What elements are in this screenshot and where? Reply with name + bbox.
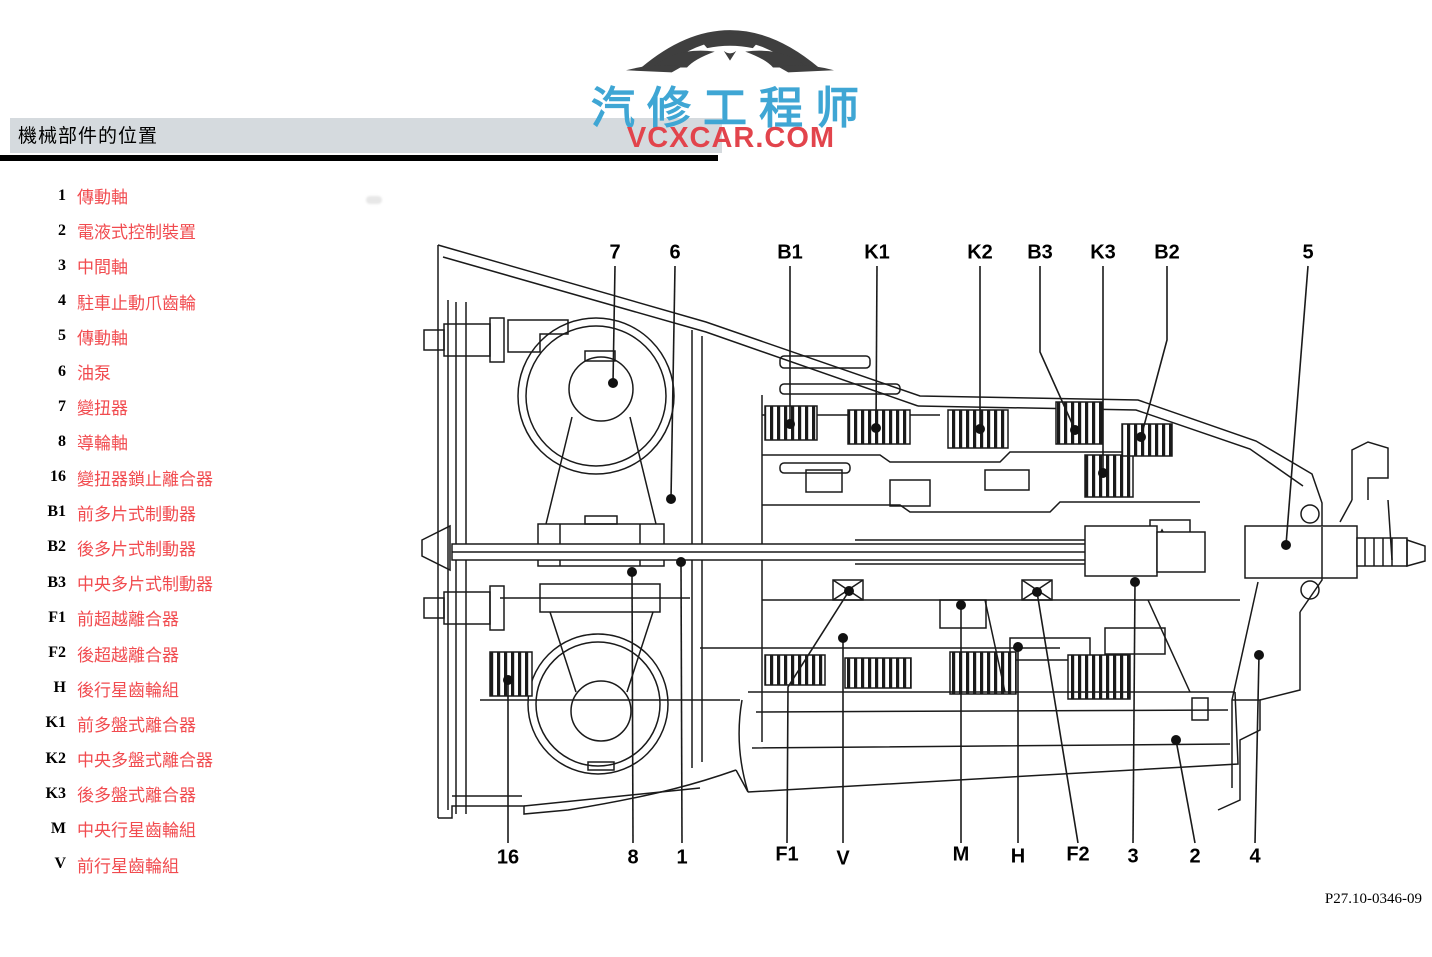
header-bar [10, 118, 722, 153]
logo-url-text: VCXCAR.COM [626, 122, 836, 154]
legend-item: 4 駐車止動爪齒輪 [36, 284, 213, 319]
legend-key: 6 [58, 362, 66, 380]
legend-label: 變扭器 [77, 399, 128, 419]
legend-item: B1 前多片式制動器 [36, 495, 213, 530]
legend-label: 變扭器鎖止離合器 [77, 469, 213, 489]
callout-K2: K2 [967, 241, 993, 264]
callout-K3: K3 [1090, 241, 1116, 264]
legend-label: 中間軸 [77, 258, 128, 278]
legend-label: 傳動軸 [77, 328, 128, 348]
callout-7: 7 [609, 241, 621, 264]
callout-F2: F2 [1066, 843, 1090, 866]
legend-item: 16 變扭器鎖止離合器 [36, 460, 213, 495]
legend-item: F2 後超越離合器 [36, 635, 213, 670]
legend-key: K3 [45, 784, 66, 802]
leader-lines [507, 265, 1309, 844]
housing-outline [421, 244, 1426, 819]
legend-label: 後多盤式離合器 [77, 786, 196, 806]
legend-key: B2 [47, 538, 66, 556]
callout-1: 1 [676, 846, 688, 869]
legend-label: 後行星齒輪組 [77, 680, 179, 700]
logo-brand-text: 汽修工程师 [591, 84, 871, 133]
legend-item: 8 導輪軸 [36, 424, 213, 459]
legend-label: 中央多盤式離合器 [77, 751, 213, 771]
legend-key: V [54, 855, 66, 873]
legend-label: 前多片式制動器 [77, 504, 196, 524]
legend-key: 2 [58, 221, 66, 239]
callout-K1: K1 [864, 241, 890, 264]
callout-6: 6 [669, 241, 681, 264]
legend-item: 6 油泵 [36, 354, 213, 389]
callout-4: 4 [1249, 845, 1261, 868]
legend-item: V 前行星齒輪組 [36, 847, 213, 882]
callout-3: 3 [1127, 845, 1139, 868]
legend-key: 5 [58, 327, 66, 345]
legend-item: M 中央行星齒輪組 [36, 811, 213, 846]
legend-item: H 後行星齒輪組 [36, 671, 213, 706]
callout-B2: B2 [1154, 241, 1180, 264]
leader-dots [503, 378, 1291, 745]
scan-artifact [366, 196, 382, 204]
page-title: 機械部件的位置 [18, 126, 159, 147]
legend-item: 7 變扭器 [36, 389, 213, 424]
callout-8: 8 [627, 846, 639, 869]
car-logo-icon [626, 30, 834, 73]
legend-item: 1 傳動軸 [36, 178, 213, 213]
legend-label: 電液式控制裝置 [77, 223, 196, 243]
legend-item: 5 傳動軸 [36, 319, 213, 354]
legend-label: 導輪軸 [77, 434, 128, 454]
legend-key: K1 [45, 714, 66, 732]
doc-number: P27.10-0346-09 [1324, 891, 1422, 907]
legend-key: H [53, 679, 66, 697]
callout-M: M [952, 843, 970, 866]
legend-key: F1 [48, 608, 66, 626]
legend-label: 傳動軸 [77, 188, 128, 208]
legend-key: B3 [47, 573, 66, 591]
callout-2: 2 [1189, 845, 1201, 868]
legend-label: 前行星齒輪組 [77, 856, 179, 876]
legend-label: 後多片式制動器 [77, 539, 196, 559]
legend-label: 前超越離合器 [77, 610, 179, 630]
legend-label: 油泵 [77, 364, 111, 384]
legend-key: K2 [45, 749, 66, 767]
legend-item: K3 後多盤式離合器 [36, 776, 213, 811]
legend-key: B1 [47, 503, 66, 521]
legend-key: 16 [50, 468, 66, 486]
legend-item: 3 中間軸 [36, 248, 213, 283]
legend-item: K1 前多盤式離合器 [36, 706, 213, 741]
callout-F1: F1 [775, 843, 799, 866]
legend-label: 前多盤式離合器 [77, 715, 196, 735]
legend-item: F1 前超越離合器 [36, 600, 213, 635]
legend-label: 中央行星齒輪組 [77, 821, 196, 841]
callout-16: 16 [496, 846, 520, 869]
legend-key: M [50, 819, 66, 837]
header-underline [0, 155, 718, 161]
callout-B3: B3 [1027, 241, 1053, 264]
legend-label: 中央多片式制動器 [77, 575, 213, 595]
legend-label: 駐車止動爪齒輪 [77, 293, 196, 313]
legend-item: 2 電液式控制裝置 [36, 213, 213, 248]
callout-H: H [1010, 845, 1026, 868]
legend-key: F2 [48, 644, 66, 662]
watermark-logo: 汽修工程师 VCXCAR.COM [560, 0, 900, 165]
legend-label: 後超越離合器 [77, 645, 179, 665]
callout-5: 5 [1302, 241, 1314, 264]
legend-key: 1 [58, 186, 66, 204]
legend-list: 1 傳動軸 2 電液式控制裝置 3 中間軸 4 駐車止動爪齒輪 5 傳動軸 6 油泵 7 變扭… [36, 178, 213, 882]
legend-key: 3 [58, 256, 66, 274]
legend-item: K2 中央多盤式離合器 [36, 741, 213, 776]
legend-item: B2 後多片式制動器 [36, 530, 213, 565]
callout-B1: B1 [777, 241, 803, 264]
callout-V: V [836, 847, 850, 870]
legend-item: B3 中央多片式制動器 [36, 565, 213, 600]
legend-key: 7 [58, 397, 66, 415]
legend-key: 4 [58, 292, 66, 310]
legend-key: 8 [58, 432, 66, 450]
